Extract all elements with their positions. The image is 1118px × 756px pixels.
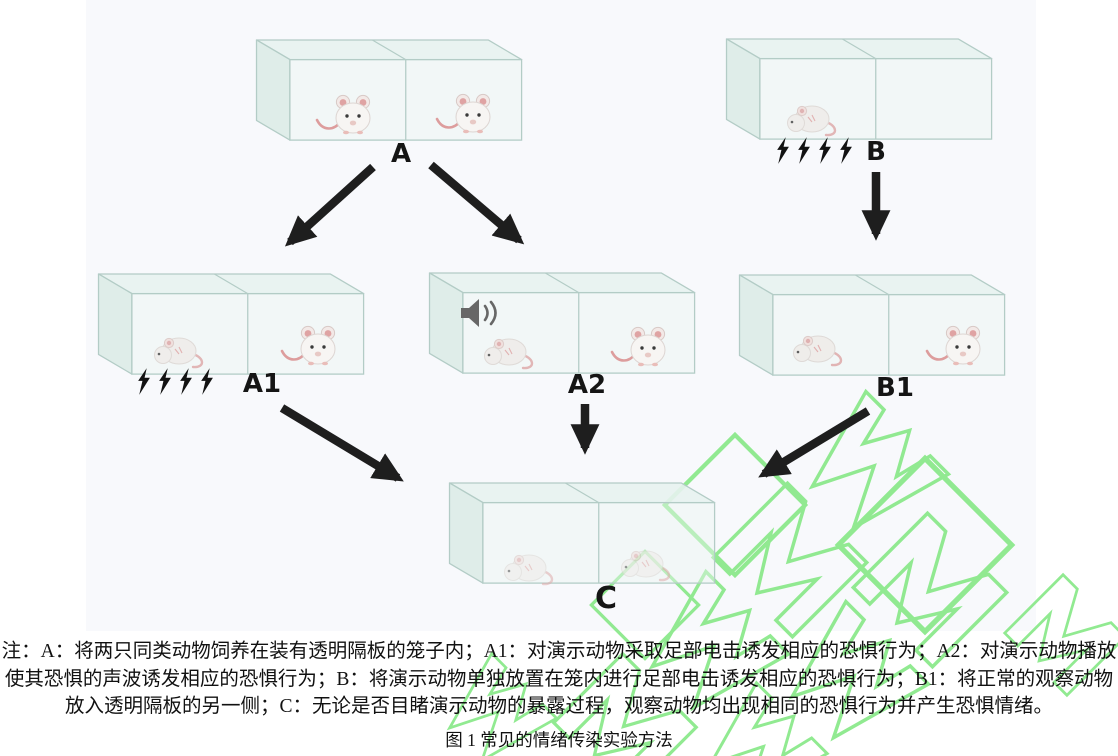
fearful-mouse-icon [786, 322, 850, 368]
fearful-mouse-icon [614, 537, 678, 583]
label-cage-a2: A2 [567, 370, 607, 400]
fearful-mouse-icon [497, 541, 561, 587]
cage-b [724, 37, 1000, 145]
label-cage-a: A [390, 139, 412, 169]
mouse-icon [923, 321, 987, 367]
lightning-bolt-icon [817, 136, 832, 166]
note-line-1: 注：A：将两只同类动物饲养在装有透明隔板的笼子内；A1：对演示动物采取足部电击诱… [1, 641, 1117, 662]
mouse-icon [278, 321, 342, 367]
mouse-icon [313, 90, 377, 136]
figure-note: 注：A：将两只同类动物饲养在装有透明隔板的笼子内；A1：对演示动物采取足部电击诱… [0, 638, 1118, 721]
fearful-mouse-icon [147, 324, 211, 370]
lightning-bolt-icon [775, 136, 790, 166]
note-line-3: 放入透明隔板的另一侧；C：无论是否目睹演示动物的暴露过程，观察动物均出现相同的恐… [64, 696, 1053, 717]
cage-box [724, 37, 1000, 145]
figure-caption: 图 1 常见的情绪传染实验方法 [445, 730, 673, 750]
note-line-2: 使其恐惧的声波诱发相应的恐惧行为；B：将演示动物单独放置在笼内进行足部电击诱发相… [4, 668, 1114, 690]
label-cage-b: B [866, 137, 886, 167]
fearful-mouse-icon [477, 325, 541, 371]
mouse-icon [433, 89, 497, 135]
cage-box [447, 481, 723, 589]
label-cage-b1: B1 [876, 373, 914, 403]
label-cage-c: C [594, 581, 618, 616]
lightning-bolt-icon [157, 367, 172, 397]
label-cage-a1: A1 [242, 369, 282, 399]
lightning-bolt-icon [178, 367, 193, 397]
lightning-bolt-icon [796, 136, 811, 166]
fearful-mouse-icon [780, 92, 844, 138]
lightning-bolt-icon [199, 367, 214, 397]
lightning-bolt-icon [136, 367, 151, 397]
mouse-icon [608, 322, 672, 368]
cage-c [447, 481, 723, 589]
